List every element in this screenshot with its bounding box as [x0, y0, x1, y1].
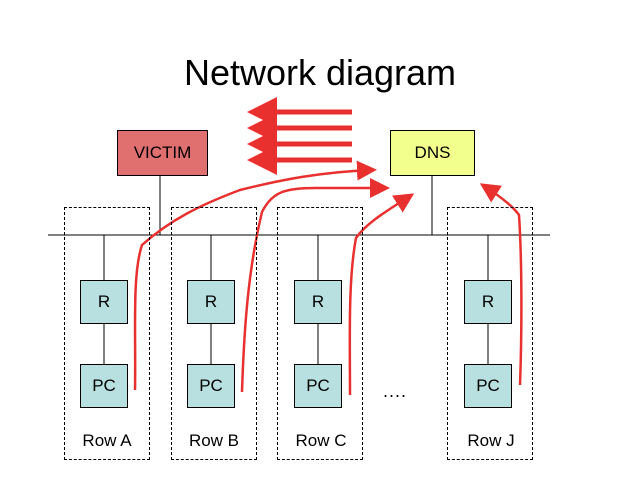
- pc-row-c: PC: [294, 364, 342, 408]
- victim-node: VICTIM: [117, 130, 208, 176]
- pc-label: PC: [476, 376, 500, 395]
- row-connections: [103, 235, 489, 364]
- row-label-a: Row A: [82, 431, 132, 450]
- victim-label: VICTIM: [133, 143, 192, 162]
- router-row-a: R: [80, 280, 128, 324]
- row-group-a: [64, 207, 150, 460]
- row-group-c: [277, 207, 363, 460]
- row-label-c: Row C: [295, 431, 347, 450]
- row-label-b: Row B: [188, 431, 240, 450]
- dns-query-arrows: [133, 160, 523, 396]
- router-label: R: [481, 292, 495, 311]
- flood-arrows: [247, 97, 352, 175]
- pc-row-b: PC: [187, 364, 235, 408]
- dns-label: DNS: [414, 143, 451, 162]
- pc-label: PC: [306, 376, 330, 395]
- pc-label: PC: [199, 376, 223, 395]
- query-arrow-row-c: [348, 193, 415, 396]
- pc-row-j: PC: [464, 364, 512, 408]
- row-group-j: [447, 207, 533, 460]
- more-rows-ellipsis: ....: [383, 381, 408, 401]
- router-label: R: [97, 292, 111, 311]
- router-label: R: [204, 292, 218, 311]
- router-row-c: R: [294, 280, 342, 324]
- pc-label: PC: [92, 376, 116, 395]
- pc-row-a: PC: [80, 364, 128, 408]
- row-group-b: [171, 207, 257, 460]
- row-label-j: Row J: [467, 431, 515, 450]
- router-row-j: R: [464, 280, 512, 324]
- router-row-b: R: [187, 280, 235, 324]
- router-label: R: [311, 292, 325, 311]
- query-arrow-row-j: [479, 183, 523, 386]
- dns-server-node: DNS: [390, 130, 475, 176]
- query-arrow-row-b: [240, 178, 390, 393]
- diagram-title: Network diagram: [183, 52, 457, 93]
- query-arrow-row-a: [133, 160, 377, 391]
